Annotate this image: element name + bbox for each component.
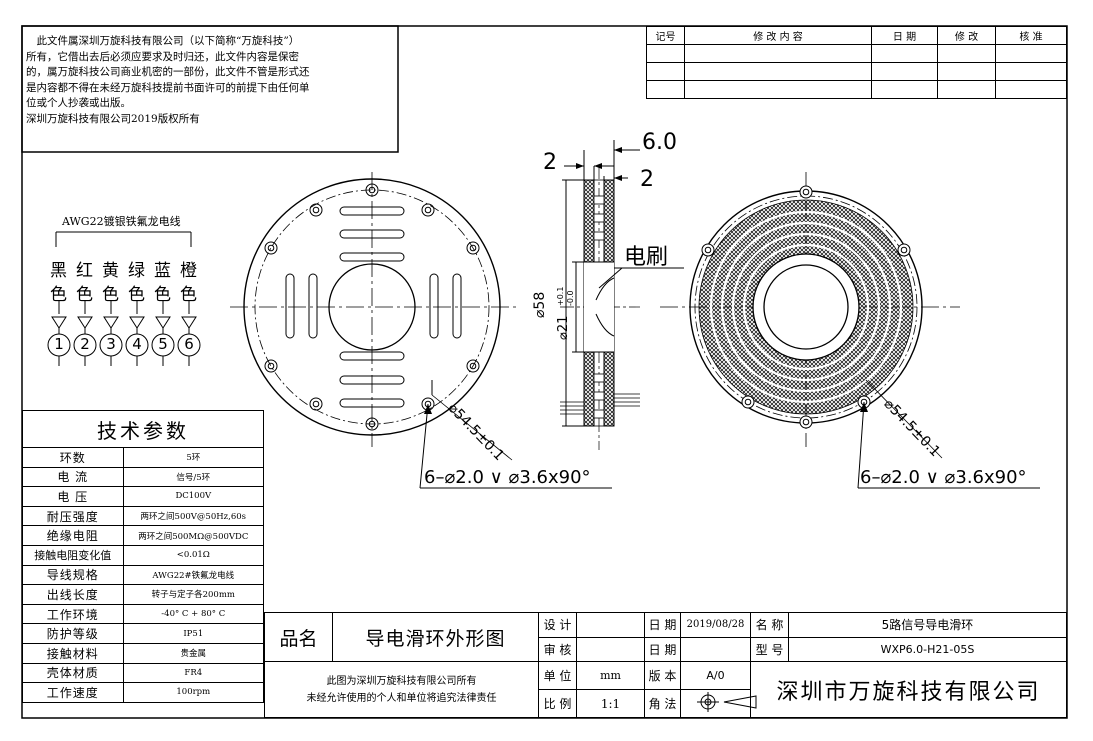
date-value-1: 2019/08/28 (680, 612, 751, 638)
notice-line: 位或个人抄袭或出版。 (26, 97, 131, 109)
wire-color-suffix: 色 (154, 285, 171, 305)
design-label: 设 计 (538, 612, 577, 638)
wire-color-suffix: 色 (128, 285, 145, 305)
dim-left-thickness: 2 (543, 150, 557, 175)
copyright-line-2: 未经允许使用的个人和单位将追究法律责任 (306, 692, 497, 704)
rev-row (646, 44, 1067, 63)
notice-line: 是内容都不得在未经万旋科技提前书面许可的前提下由任何单 (26, 81, 310, 94)
rev-header-content: 修 改 内 容 (684, 26, 872, 45)
wire-number: 3 (106, 335, 116, 353)
wire-number: 4 (132, 335, 142, 353)
wire-color-name: 橙 (180, 261, 197, 281)
tech-row: 接触电阻变化值<0.01Ω (22, 544, 265, 566)
notice-line: 此文件属深圳万旋科技有限公司（以下简称“万旋科技”） (26, 35, 300, 47)
model-label: 型 号 (750, 636, 789, 663)
title-block: 品名 导电滑环外形图 设 计 日 期 2019/08/28 名 称 5路信号导电… (264, 611, 1067, 718)
wire-color-name: 蓝 (154, 261, 171, 281)
wire-color-name: 红 (76, 261, 93, 281)
tech-row: 工作环境-40° C + 80° C (22, 603, 265, 625)
tech-row: 绝缘电阻两环之间500MΩ@500VDC (22, 525, 265, 546)
design-value (576, 612, 645, 638)
rear-view (660, 172, 1040, 489)
tech-params-title: 技术参数 (22, 410, 264, 448)
notice-line: 的，属万旋科技公司商业机密的一部份，此文件不管是形式还 (26, 66, 310, 78)
review-value (576, 636, 645, 663)
wire-color-suffix: 色 (180, 285, 197, 305)
dim-holes-right: 6–⌀2.0 ∨ ⌀3.6x90° (860, 467, 1027, 488)
sheet-border (21, 25, 1068, 719)
wire-number: 5 (158, 335, 168, 353)
side-section-view (560, 140, 684, 450)
version-label: 版 本 (644, 661, 681, 691)
dim-tolerance-minus: -0.0 (566, 290, 575, 306)
version-value: A/0 (680, 661, 751, 691)
wire-number: 6 (184, 335, 194, 353)
tech-row: 电 流信号/5环 (22, 466, 265, 488)
company-name: 深圳市万旋科技有限公司 (750, 661, 1067, 718)
rev-header-mark: 记号 (646, 26, 685, 45)
wire-legend-title: AWG22镀银铁氟龙电线 (62, 215, 181, 228)
wire-color-name: 绿 (128, 261, 145, 281)
unit-value: mm (576, 661, 645, 691)
front-view (230, 172, 612, 489)
part-name-label: 品名 (264, 611, 333, 663)
revision-table: 记号 修 改 内 容 日 期 修 改 核 准 (646, 26, 1067, 99)
rev-row (646, 62, 1067, 81)
notice-line: 所有，它借出去后必须应要求及时归还，此文件内容是保密 (26, 50, 299, 63)
rev-header-approve: 核 准 (995, 26, 1067, 45)
wire-color-suffix: 色 (50, 285, 67, 305)
model-value: WXP6.0-H21-05S (788, 636, 1067, 663)
date-value-2 (680, 636, 751, 663)
product-name-value: 5路信号导电滑环 (788, 612, 1067, 638)
tech-row: 耐压强度两环之间500V@50Hz,60s (22, 505, 265, 527)
dim-right-thickness: 2 (640, 167, 654, 192)
date-label-2: 日 期 (644, 636, 681, 663)
rev-header-modify: 修 改 (937, 26, 996, 45)
scale-value: 1:1 (576, 689, 645, 718)
dim-tolerance-plus: +0.1 (556, 286, 565, 306)
scale-label: 比 例 (538, 689, 577, 718)
projection-label: 角 法 (644, 689, 681, 718)
product-name-label: 名 称 (750, 612, 789, 638)
review-label: 审 核 (538, 636, 577, 663)
slots-vertical (285, 273, 462, 339)
tech-row: 出线长度转子与定子各200mm (22, 584, 265, 605)
notice-box (21, 25, 399, 153)
date-label-1: 日 期 (644, 612, 681, 638)
part-name-value: 导电滑环外形图 (332, 611, 539, 663)
brush-label: 电刷 (624, 245, 669, 270)
wire-legend-lines (47, 231, 201, 366)
wire-color-suffix: 色 (102, 285, 119, 305)
wire-number: 2 (80, 335, 90, 353)
wire-color-suffix: 色 (76, 285, 93, 305)
unit-label: 单 位 (538, 661, 577, 691)
mount-holes (264, 183, 480, 431)
dim-holes-left: 6–⌀2.0 ∨ ⌀3.6x90° (424, 467, 591, 488)
wire-number: 1 (54, 335, 64, 353)
slots-horizontal (339, 206, 405, 408)
tech-row: 接触材料贵金属 (22, 642, 265, 664)
projection-value (680, 689, 751, 718)
notice-line: 深圳万旋科技有限公司2019版权所有 (26, 112, 200, 125)
rev-row (646, 80, 1067, 99)
copyright-line-1: 此图为深圳万旋科技有限公司所有 (326, 675, 477, 687)
confidentiality-notice: 此文件属深圳万旋科技有限公司（以下简称“万旋科技”） 所有，它借出去后必须应要求… (26, 34, 396, 127)
dim-outer-diameter: ⌀58 (532, 291, 548, 318)
copyright-cell: 此图为深圳万旋科技有限公司所有 未经允许使用的个人和单位将追究法律责任 (264, 661, 539, 718)
wire-color-name: 黑 (50, 261, 67, 281)
rev-header-date: 日 期 (871, 26, 938, 45)
dim-inner-diameter: ⌀21 (556, 315, 571, 340)
wire-color-name: 黄 (102, 261, 119, 281)
dim-total-thickness: 6.0 (642, 130, 677, 155)
